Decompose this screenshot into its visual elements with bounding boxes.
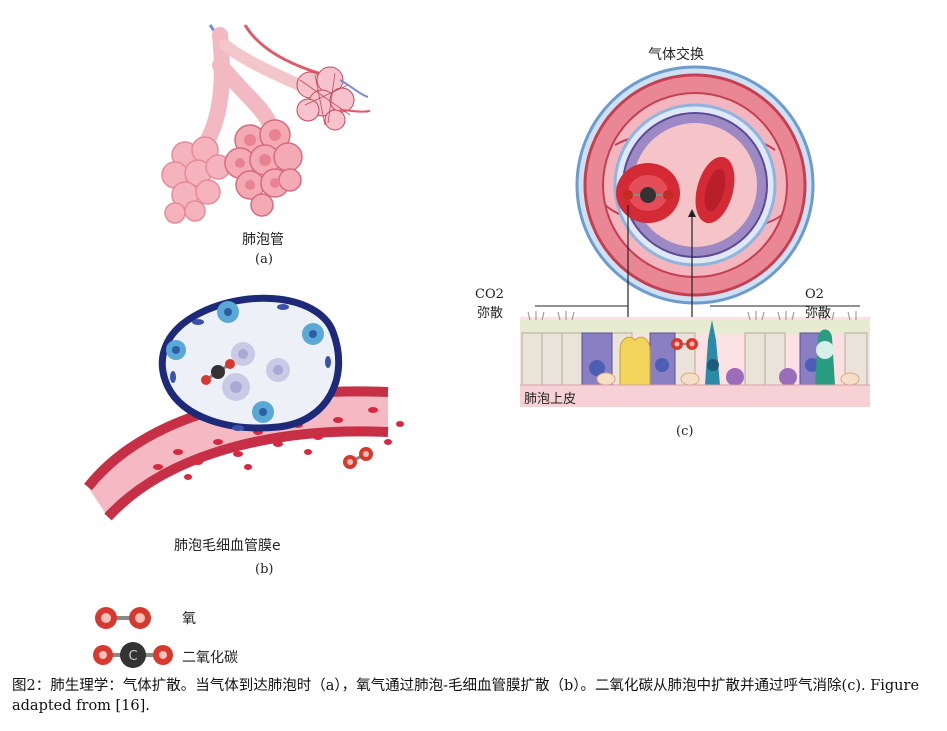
legend-oxygen-label: 氧: [182, 608, 196, 628]
panel-c-title: 气体交换: [648, 44, 704, 64]
oxygen-molecule-icon: [343, 447, 373, 469]
panel-b-label: 肺泡毛细血管膜e: [174, 535, 281, 555]
panel-b-sublabel: (b): [255, 562, 273, 577]
o2-diffusion-sublabel: 弥散: [805, 302, 831, 321]
alveolar-duct-illustration: [150, 25, 380, 225]
co2-diffusion-label: CO2: [475, 287, 504, 302]
gas-exchange-illustration: [520, 65, 870, 410]
legend-oxygen-icon: [88, 605, 158, 631]
legend-co2-icon: C: [88, 640, 178, 670]
legend-co2-label: 二氧化碳: [182, 647, 238, 667]
panel-a-label: 肺泡管: [242, 229, 284, 249]
o2-diffusion-label: O2: [805, 287, 824, 302]
panel-c-sublabel: (c): [676, 424, 693, 439]
panel-a-sublabel: (a): [255, 252, 273, 267]
co2-diffusion-sublabel: 弥散: [477, 302, 503, 321]
epithelium-label: 肺泡上皮: [524, 388, 576, 407]
alveolar-capillary-membrane-illustration: [88, 292, 438, 527]
svg-text:C: C: [128, 649, 137, 664]
figure-caption: 图2：肺生理学：气体扩散。当气体到达肺泡时（a），氧气通过肺泡-毛细血管膜扩散（…: [12, 676, 937, 716]
